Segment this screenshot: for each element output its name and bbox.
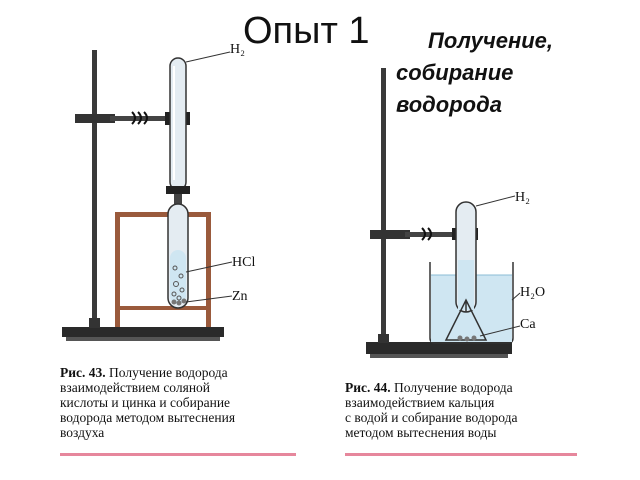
subtitle-line-3: водорода: [396, 92, 502, 117]
leader-zn: [185, 295, 233, 303]
beaker: [429, 262, 514, 344]
collection-tube: [169, 57, 187, 191]
clamp-knob: [75, 114, 115, 123]
slide-subtitle: Получение, собирание водорода: [396, 25, 626, 121]
calcium-pieces: [457, 335, 477, 342]
leader-hcl: [185, 261, 233, 273]
label-h2: H₂: [230, 42, 245, 57]
acid-liquid: [170, 250, 186, 304]
slide-title: Опыт 1: [243, 10, 370, 52]
stopper: [166, 186, 190, 194]
caption-line: Рис. 44. Получение водорода: [345, 380, 585, 395]
caption-line: кислоты и цинка и собирание: [60, 395, 231, 410]
caption-text: Получение водорода: [394, 380, 513, 395]
stand-rod-2: [381, 68, 386, 343]
figure43-caption: Рис. 43. Получение водорода взаимодейств…: [60, 365, 300, 456]
clamp-arm-2: [405, 232, 463, 237]
caption-line: методом вытеснения воды: [345, 425, 497, 440]
caption-line: взаимодействием кальция: [345, 395, 495, 410]
subtitle-line-1: Получение,: [428, 28, 554, 53]
leader-ca: [479, 325, 521, 337]
wood-frame-right: [206, 212, 211, 327]
label-hcl: HCl: [232, 255, 255, 270]
clamp-screw: [131, 111, 148, 125]
label-ca: Ca: [520, 317, 536, 332]
stand-base-edge: [66, 337, 220, 341]
label-zn: Zn: [232, 289, 248, 304]
rod-foot-2: [378, 334, 389, 343]
stand-base-2: [366, 342, 512, 354]
clamp-screw-2: [421, 227, 432, 241]
leader-h2o: [511, 292, 521, 301]
label-h2-2: H₂: [515, 190, 530, 205]
stand-base: [62, 327, 224, 337]
stand-base-2-edge: [370, 354, 508, 358]
caption-line: с водой и собирание водорода: [345, 410, 518, 425]
stand-rod: [92, 50, 97, 328]
caption-line: воздуха: [60, 425, 105, 440]
wood-frame-top: [115, 212, 211, 217]
subtitle-line-2: собирание: [396, 60, 514, 85]
caption-number: Рис. 44.: [345, 380, 391, 395]
wood-frame-bottom: [115, 306, 211, 310]
wood-frame-left: [115, 212, 120, 327]
connector-tube: [174, 194, 182, 206]
caption-line: водорода методом вытеснения: [60, 410, 236, 425]
caption-rule: [345, 453, 577, 456]
figure43-apparatus: H₂ HCl Zn: [62, 42, 255, 341]
caption-line: взаимодействием соляной: [60, 380, 211, 395]
caption-text: Получение водорода: [109, 365, 228, 380]
label-h2o: H₂O: [520, 285, 545, 300]
figure44-caption: Рис. 44. Получение водорода взаимодейств…: [345, 380, 585, 456]
bubbles: [171, 265, 185, 301]
caption-line: Рис. 43. Получение водорода: [60, 365, 300, 380]
rod-foot: [89, 318, 100, 328]
leader-h2-2: [475, 195, 516, 207]
tube-water: [458, 260, 474, 310]
leader-h2: [185, 51, 231, 63]
figure44-apparatus: H₂ H₂O Ca: [366, 68, 545, 358]
clamp-knob-2: [370, 230, 410, 239]
zinc-granules: [171, 298, 187, 306]
caption-number: Рис. 43.: [60, 365, 106, 380]
caption-rule: [60, 453, 296, 456]
